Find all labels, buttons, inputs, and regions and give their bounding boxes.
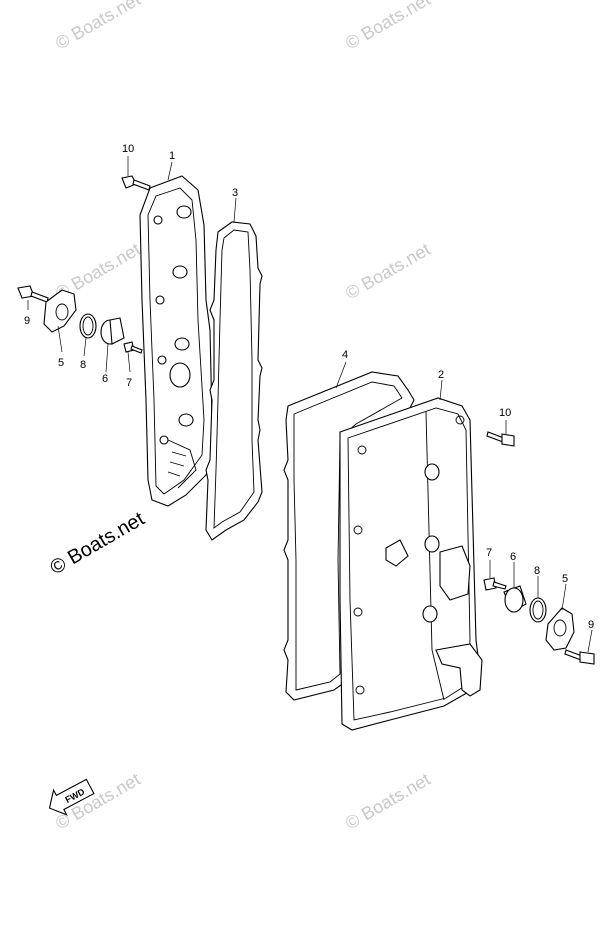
callout-4: 4 xyxy=(342,349,348,361)
sensor-port xyxy=(439,545,471,601)
callout-5: 5 xyxy=(562,573,568,585)
watermark: © Boats.net xyxy=(342,239,434,303)
leader-lines xyxy=(27,156,593,653)
callout-6: 6 xyxy=(510,551,516,563)
callout-9: 9 xyxy=(24,315,30,327)
watermark-main: © Boats.net xyxy=(47,508,149,580)
outlet-fitting xyxy=(435,643,483,697)
sensor-6-left xyxy=(100,317,125,345)
callout-6: 6 xyxy=(102,373,108,385)
bolt-9-right xyxy=(564,649,595,665)
callout-8: 8 xyxy=(534,565,540,577)
callouts: 10 1 3 9 5 8 6 7 4 2 10 7 6 8 5 9 xyxy=(24,143,594,631)
bolt-hole xyxy=(424,463,440,481)
sensor-cap-5-left xyxy=(43,289,77,333)
bolt-10-left xyxy=(121,175,151,191)
callout-5: 5 xyxy=(58,357,64,369)
callout-3: 3 xyxy=(232,187,238,199)
fwd-arrow: FWD xyxy=(48,778,95,816)
bolt-7-left xyxy=(123,341,143,354)
bolt-10-right xyxy=(486,431,515,447)
inner-exhaust-cover xyxy=(139,175,215,507)
outer-gasket xyxy=(283,371,415,701)
bolt-hole xyxy=(176,205,192,219)
callout-2: 2 xyxy=(438,369,444,381)
callout-7: 7 xyxy=(126,377,132,389)
o-ring-8-left xyxy=(79,313,97,339)
watermark: © Boats.net xyxy=(342,769,434,833)
watermark: © Boats.net xyxy=(52,0,144,53)
port-opening xyxy=(169,362,191,388)
callout-7: 7 xyxy=(486,547,492,559)
bolt-hole xyxy=(422,605,438,623)
callout-10: 10 xyxy=(122,143,134,155)
inner-gasket xyxy=(205,221,263,541)
bolt-hole xyxy=(178,413,194,427)
callout-10: 10 xyxy=(499,407,511,419)
callout-9: 9 xyxy=(588,619,594,631)
outer-exhaust-cover xyxy=(339,397,483,731)
callout-1: 1 xyxy=(169,150,175,162)
bolt-hole xyxy=(174,337,190,351)
sensor-6-right xyxy=(503,585,527,613)
watermark: © Boats.net xyxy=(342,0,434,53)
callout-8: 8 xyxy=(80,359,86,371)
bolt-9-left xyxy=(17,285,49,303)
sensor-cap-5-right xyxy=(545,607,575,651)
bolt-hole xyxy=(424,535,440,553)
clip xyxy=(385,539,409,567)
bolt-hole xyxy=(172,265,188,279)
o-ring-8-right xyxy=(529,597,547,623)
bolt-7-right xyxy=(483,577,507,591)
